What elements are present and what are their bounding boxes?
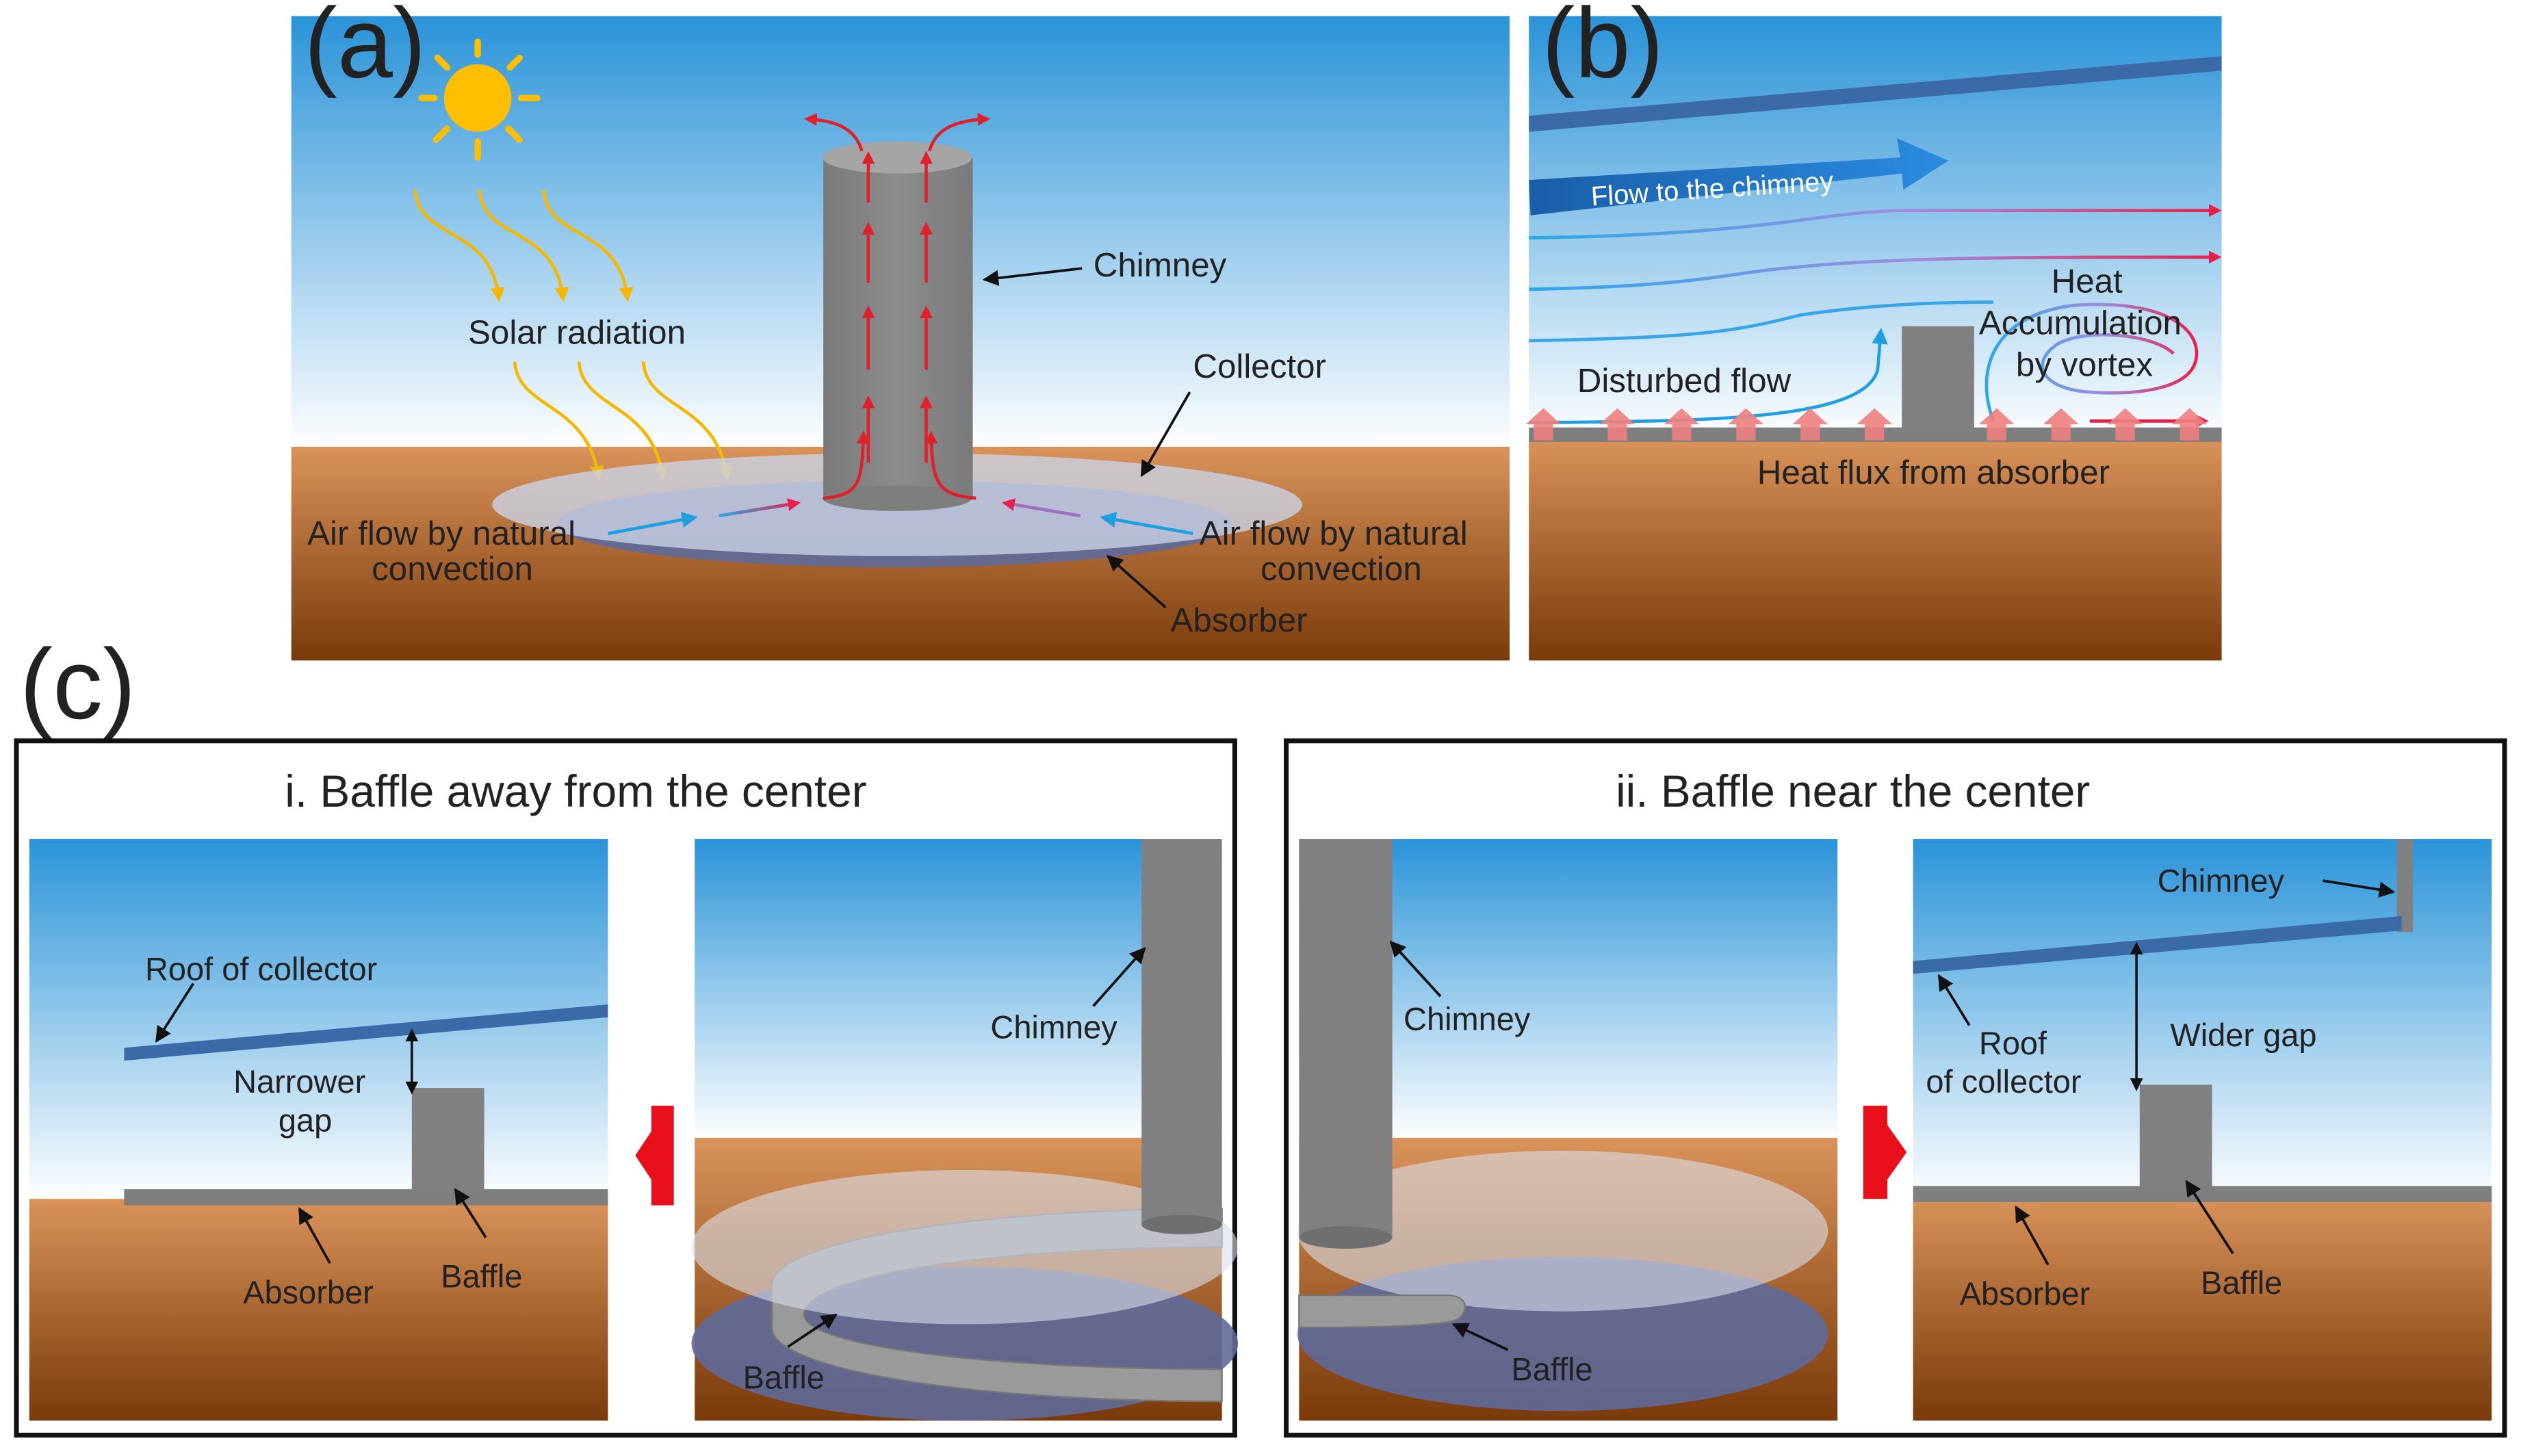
heat-accumulation-label-1: Heat (2052, 262, 2123, 300)
case-i-baffle (411, 1088, 484, 1195)
case-ii-absorber-plate (1913, 1186, 2492, 1202)
case-ii-roof-label-1: Roof (1979, 1025, 2047, 1061)
case-i-big-arrow (635, 1105, 674, 1206)
solar-ray (577, 361, 669, 481)
air-flow-left-label-2: convection (372, 550, 533, 588)
inflow-arrows (607, 498, 1193, 536)
case-ii-roof (1913, 915, 2402, 974)
case-i-title: i. Baffle away from the center (285, 766, 866, 816)
chimney-3d (822, 141, 973, 511)
case-i-baffle-label: Baffle (441, 1258, 522, 1294)
case-i-perspective-view: Chimney Baffle (691, 839, 1239, 1421)
case-ii-big-arrow (1863, 1105, 1907, 1199)
case-i-chimney-label: Chimney (990, 1009, 1117, 1045)
case-i-absorber-plate (124, 1189, 608, 1206)
solar-ray-arrows (413, 190, 733, 481)
solar-ray (542, 190, 634, 302)
collector-leader (1140, 391, 1191, 478)
absorber-label: Absorber (1170, 601, 1307, 639)
panel-a-letter: (a) (304, 0, 426, 99)
case-ii-chimney-label: Chimney (2158, 863, 2285, 899)
panel-c-case-i: i. Baffle away from the center Roof of c… (14, 738, 1239, 1438)
solar-ray (478, 190, 569, 302)
case-i-gap-label-1: Narrower (233, 1063, 365, 1100)
collector-roof (1529, 56, 2222, 132)
case-ii-section-view: Chimney Roof of collector Wider gap Abso… (1913, 839, 2492, 1421)
disturbed-flow-label: Disturbed flow (1577, 362, 1792, 400)
air-flow-right-label-1: Air flow by natural (1200, 515, 1468, 552)
case-i-roof (124, 1004, 608, 1061)
case-i-gap-label-2: gap (279, 1102, 332, 1139)
sun-icon (418, 38, 541, 161)
collector-label: Collector (1193, 348, 1326, 385)
streamlines (1529, 204, 2222, 425)
heat-accumulation-label-2: Accumulation (1979, 304, 2182, 342)
case-ii-roof-label-2: of collector (1926, 1063, 2081, 1100)
baffle-b (1902, 326, 1974, 432)
air-flow-right-label-2: convection (1260, 550, 1422, 588)
solar-ray (413, 190, 505, 302)
case-ii-baffle-label: Baffle (2201, 1264, 2282, 1301)
panel-c-letter: (c) (20, 628, 136, 740)
panel-a: (a) Solar radiation (291, 0, 1510, 661)
chimney-leader (982, 267, 1083, 286)
heat-flux-arrows (1525, 408, 2208, 441)
case-ii-title: ii. Baffle near the center (1616, 766, 2090, 816)
heat-flux-label: Heat flux from absorber (1757, 454, 2110, 491)
solar-ray (641, 361, 733, 481)
solar-radiation-label: Solar radiation (468, 314, 686, 352)
case-i-baffle-3d-label: Baffle (743, 1359, 825, 1395)
case-i-section-view: Roof of collector Narrower gap Absorber … (29, 839, 608, 1421)
air-flow-left-label-1: Air flow by natural (307, 515, 576, 552)
heat-accumulation-label-3: by vortex (2016, 346, 2153, 384)
case-ii-baffle-3d-label: Baffle (1511, 1351, 1592, 1388)
case-i-roof-label: Roof of collector (145, 951, 377, 987)
panel-b-ground (1529, 437, 2222, 661)
case-ii-absorber-label: Absorber (1960, 1275, 2091, 1312)
panel-b: (b) Flow to the chimney (1525, 0, 2222, 661)
case-ii-chimney-3d-label: Chimney (1404, 1001, 1531, 1037)
chimney-hot-flow-arrows (803, 113, 991, 500)
case-ii-chimney (2396, 839, 2414, 933)
case-ii-baffle (2139, 1084, 2212, 1191)
streamline-lower (1529, 300, 1994, 343)
panel-c-case-ii: ii. Baffle near the center Chimney Baffl… (1284, 738, 2507, 1438)
solar-ray (513, 361, 604, 481)
case-i-absorber-label: Absorber (243, 1274, 374, 1310)
chimney-label: Chimney (1094, 246, 1227, 284)
panel-b-letter: (b) (1542, 0, 1664, 99)
absorber-leader (1107, 555, 1167, 609)
case-ii-perspective-view: Chimney Baffle (1297, 839, 1838, 1421)
streamline-middle (1529, 250, 2222, 291)
case-ii-gap-label: Wider gap (2170, 1017, 2316, 1053)
streamline-top (1529, 204, 2222, 239)
case-ii-baffle-ring (1298, 1294, 1466, 1329)
vortex-loop (1985, 302, 2199, 422)
